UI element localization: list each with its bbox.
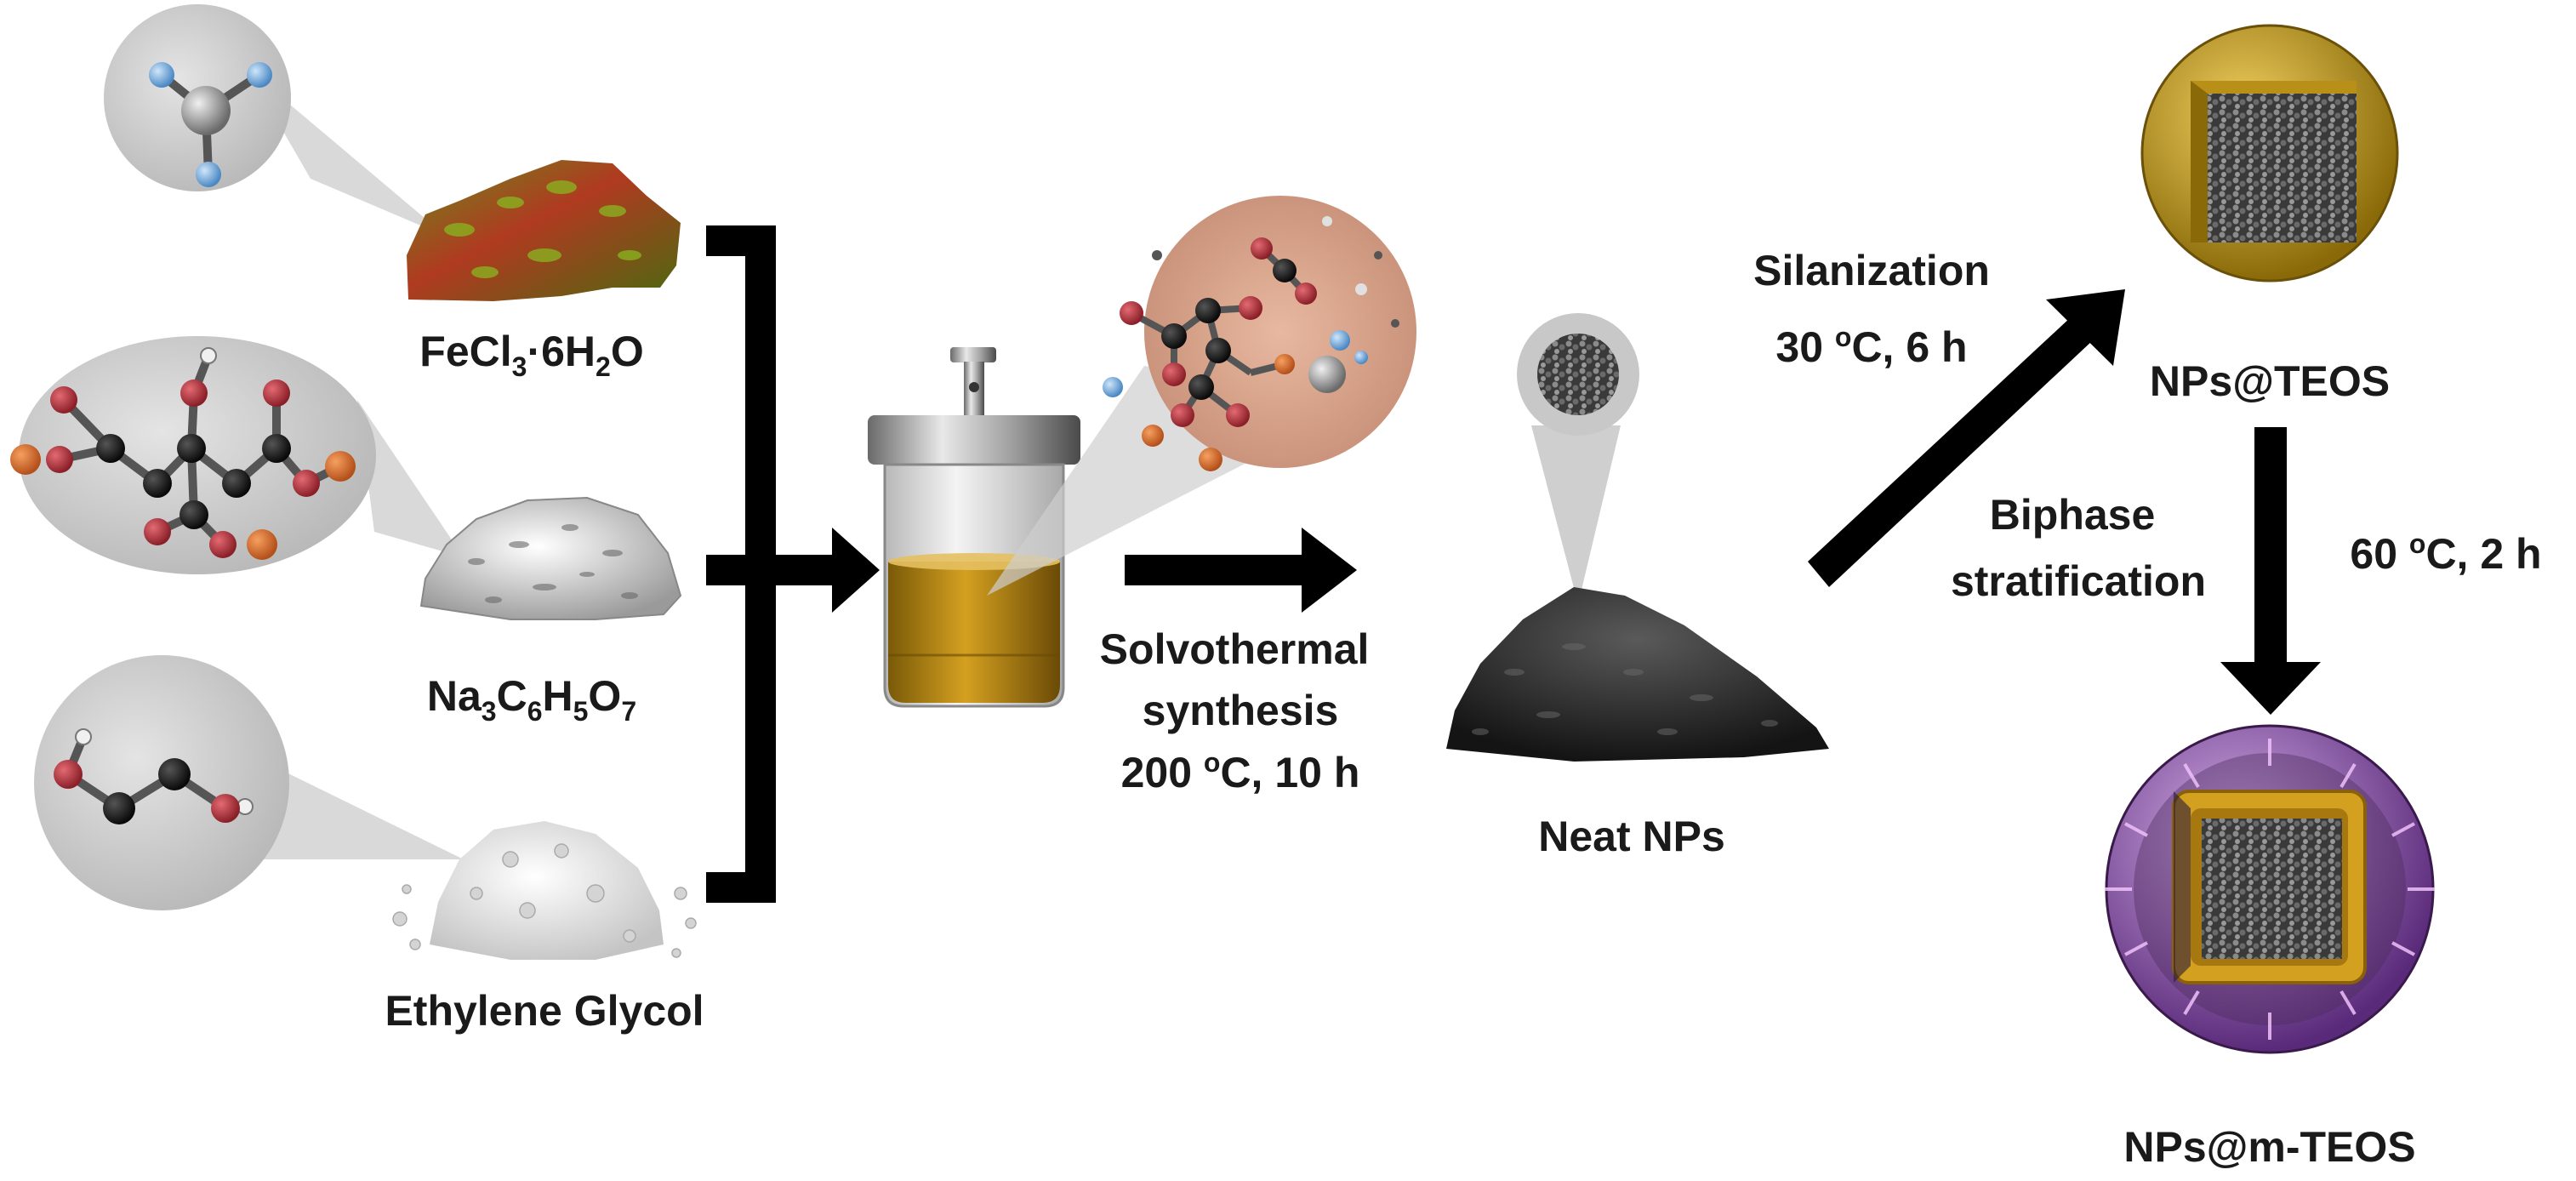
merge-bracket	[706, 225, 776, 903]
glycol-molecule-icon	[54, 728, 254, 824]
neat-nps-group: Neat NPs	[1446, 313, 1829, 860]
teos-label: NPs@TEOS	[2150, 357, 2390, 405]
citrate-zoom-cone	[357, 400, 464, 557]
neat-powder-texture	[1472, 643, 1778, 735]
glycol-zoom-cone	[255, 757, 464, 859]
citrate-label: Na3C6H5O7	[427, 672, 636, 727]
autoclave	[868, 347, 1080, 708]
arrow-silanization	[1808, 289, 2125, 587]
glycol-group: Ethylene Glycol	[34, 655, 704, 1035]
etching-condition: 60 oC, 2 h	[2350, 528, 2541, 578]
autoclave-liquid	[888, 562, 1060, 703]
fecl3-label: FeCl3·6H2O	[419, 328, 643, 382]
citrate-molecule-icon	[10, 347, 356, 560]
reaction-molecule-icon	[1103, 216, 1399, 471]
mteos-label: NPs@m-TEOS	[2123, 1123, 2415, 1171]
teos-particle	[2140, 24, 2399, 282]
mteos-particle	[2105, 724, 2435, 1054]
citrate-group: Na3C6H5O7	[10, 336, 682, 727]
autoclave-lid	[868, 415, 1080, 465]
fecl3-zoom-cone	[247, 68, 447, 237]
glycol-powder	[430, 821, 664, 960]
solvothermal-label: Solvothermal synthesis	[1100, 625, 1382, 734]
silanization-condition: 30 oC, 6 h	[1775, 322, 1967, 371]
glycol-label: Ethylene Glycol	[385, 987, 704, 1035]
solvothermal-condition: 200 oC, 10 h	[1121, 747, 1360, 796]
reaction-zoom-view	[1103, 196, 1416, 471]
fecl3-group: FeCl3·6H2O	[104, 4, 681, 382]
glycol-droplets	[392, 843, 697, 958]
fecl3-crystal	[407, 160, 681, 301]
fecl3-crystal-texture	[444, 180, 641, 278]
silanization-label: Silanization	[1753, 247, 1990, 294]
citrate-powder-texture	[468, 524, 638, 603]
autoclave-knob	[950, 347, 996, 362]
neat-nps-label: Neat NPs	[1538, 813, 1725, 860]
neat-np-cluster	[1537, 334, 1619, 415]
mteos-pore-rays	[2105, 739, 2435, 1040]
arrow-solvothermal	[1125, 528, 1357, 613]
arrow-to-autoclave	[776, 528, 880, 613]
arrow-biphase	[2220, 427, 2321, 715]
fecl3-molecule-icon	[149, 62, 272, 187]
biphase-label: Biphase stratification	[1951, 491, 2206, 605]
citrate-powder	[419, 496, 682, 620]
neat-zoom-cone	[1531, 425, 1621, 604]
